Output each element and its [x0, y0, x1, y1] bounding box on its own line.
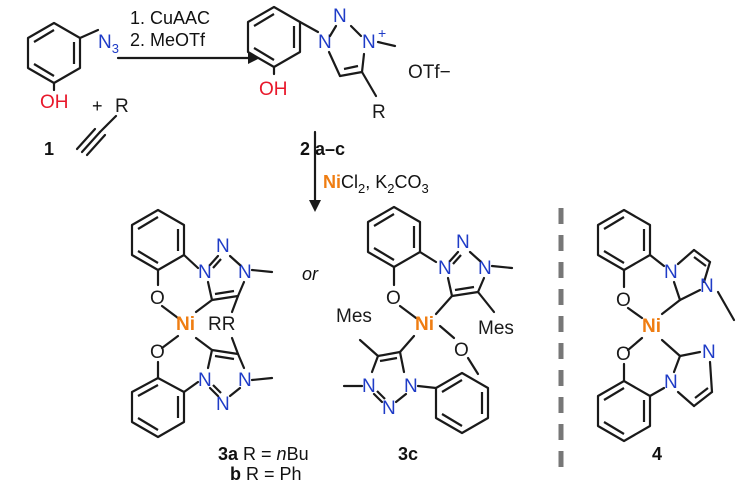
- n-lower-3-3ab: N: [238, 370, 252, 391]
- label-3b: b R = Ph: [230, 464, 302, 484]
- n-lower-1-3c: N: [362, 376, 376, 397]
- n-lower-2-3c: N: [382, 398, 396, 419]
- n-upper-2-4: N: [700, 276, 714, 297]
- triazole-n3: N: [362, 32, 376, 53]
- azide-label: N3: [98, 32, 119, 56]
- oxygen-upper-4: O: [616, 290, 631, 311]
- n-lower-2-3ab: N: [216, 394, 230, 415]
- compound-1: N3 OH + R 1: [26, 21, 129, 159]
- n-upper-2-3c: N: [456, 232, 470, 253]
- n-lower-3-3c: N: [404, 376, 418, 397]
- mes-left-3c: Mes: [336, 306, 372, 327]
- oxygen-upper-3ab: O: [150, 288, 165, 309]
- label-3a: 3a R = nBu: [218, 444, 309, 464]
- n-upper-1-3c: N: [438, 258, 452, 279]
- r-label-2: R: [372, 102, 386, 123]
- reaction-arrow-1: 1. CuAAC 2. MeOTf: [116, 8, 260, 64]
- compound-3c-label: 3c: [398, 444, 418, 464]
- triazole-n2: N: [333, 6, 347, 27]
- compound-4-label: 4: [652, 444, 662, 464]
- alkyne-r-label: R: [115, 96, 129, 117]
- n-upper-1-4: N: [664, 262, 678, 283]
- nickel-3ab: Ni: [176, 314, 195, 335]
- n-lower-2-4: N: [702, 342, 716, 363]
- compound-2-label: 2 a–c: [300, 139, 345, 159]
- compound-3c: O N N N Mes Ni O Mes N N N: [336, 205, 514, 464]
- reagents-label: NiCl2, K2CO3: [323, 172, 429, 196]
- hydroxyl-label-2: OH: [259, 79, 288, 100]
- oxygen-lower-3ab: O: [150, 342, 165, 363]
- triazole-n1: N: [318, 32, 332, 53]
- mes-right-3c: Mes: [478, 318, 514, 339]
- nickel-3c: Ni: [415, 314, 434, 335]
- oxygen-lower-3c: O: [454, 340, 469, 361]
- compound-1-label: 1: [44, 139, 54, 159]
- compound-2: OH N N N + R OTf− 2 a–c: [246, 5, 451, 159]
- hydroxyl-label: OH: [40, 92, 69, 113]
- n-lower-1-4: N: [664, 372, 678, 393]
- compound-3ab: O N N N Ni RR O N N N: [130, 208, 309, 484]
- charge-plus: +: [378, 25, 386, 41]
- step-1-label: 1. CuAAC: [130, 8, 210, 28]
- oxygen-upper-3c: O: [386, 288, 401, 309]
- oxygen-lower-4: O: [616, 344, 631, 365]
- n-lower-1-3ab: N: [198, 370, 212, 391]
- n-upper-2-3ab: N: [216, 236, 230, 257]
- or-text: or: [302, 264, 319, 284]
- n-upper-3-3c: N: [478, 258, 492, 279]
- counterion-label: OTf−: [408, 62, 451, 83]
- rr-label-3ab: RR: [208, 314, 235, 335]
- compound-4: O N N Ni O N N 4: [596, 208, 736, 464]
- step-2-label: 2. MeOTf: [130, 30, 206, 50]
- n-upper-3-3ab: N: [238, 262, 252, 283]
- reaction-arrow-2: NiCl2, K2CO3: [309, 130, 429, 212]
- n-upper-1-3ab: N: [198, 262, 212, 283]
- plus-sign: +: [92, 96, 103, 116]
- nickel-4: Ni: [642, 316, 661, 337]
